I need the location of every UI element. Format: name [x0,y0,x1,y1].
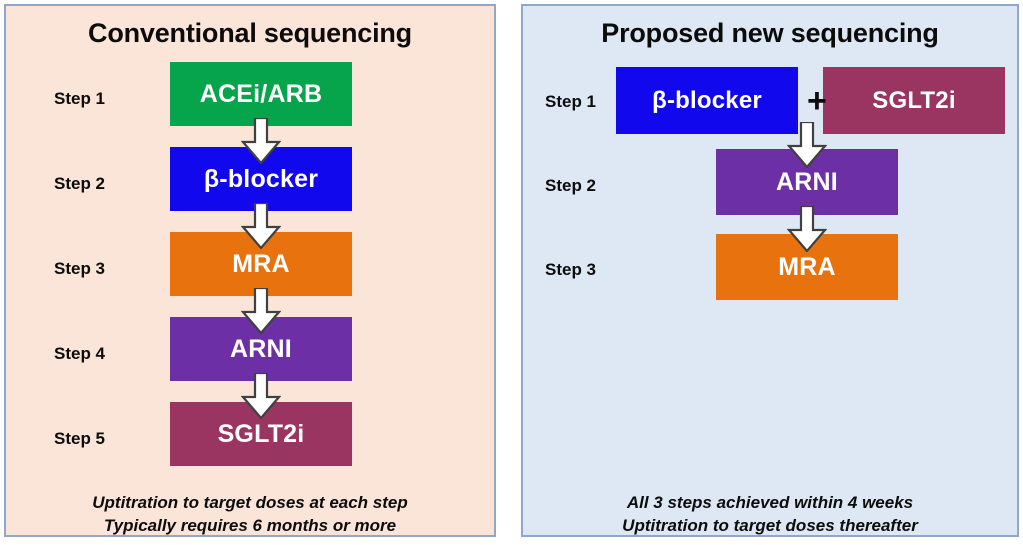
footer-line-2: Typically requires 6 months or more [103,515,397,535]
drug-box-acei-arb[interactable]: ACEi/ARB [170,62,352,126]
step-label-right-3: Step 3 [545,260,597,279]
footer-line-1: All 3 steps achieved within 4 weeks [626,493,914,512]
step-label-right-2: Step 2 [545,176,597,195]
drug-box-beta-blocker-proposed[interactable]: β-blocker [616,67,798,134]
drug-box-mra[interactable]: MRA [170,232,352,296]
down-arrow-icon-2 [241,203,281,249]
down-arrow-icon-4 [241,373,281,419]
down-arrow-icon-1 [241,118,281,164]
page-title-proposed: Proposed new sequencing [601,18,939,48]
drug-box-sglt2i[interactable]: SGLT2i [170,402,352,466]
footer-note-conventional: Uptitration to target doses at each step… [6,492,494,538]
step-label-left-1: Step 1 [54,89,106,108]
down-arrow-icon-6 [787,206,827,252]
footer-line-2: Uptitration to target doses thereafter [622,515,918,535]
footer-line-1: Uptitration to target doses at each step [92,493,408,512]
step-label-left-2: Step 2 [54,174,106,193]
proposed-sequencing-panel: Proposed new sequencing Step 1 Step 2 St… [521,4,1019,537]
step-label-left-3: Step 3 [54,259,106,278]
step-label-left-5: Step 5 [54,429,106,448]
down-arrow-icon-3 [241,288,281,334]
page-title-conventional: Conventional sequencing [88,18,412,48]
down-arrow-icon-5 [787,122,827,168]
plus-combiner-icon: + [807,82,827,120]
step-label-left-4: Step 4 [54,344,106,363]
footer-note-proposed: All 3 steps achieved within 4 weeks Upti… [523,492,1017,538]
conventional-sequencing-panel: Conventional sequencing Step 1 Step 2 St… [4,4,496,537]
step-label-right-1: Step 1 [545,92,597,111]
drug-box-sglt2i-proposed[interactable]: SGLT2i [823,67,1005,134]
